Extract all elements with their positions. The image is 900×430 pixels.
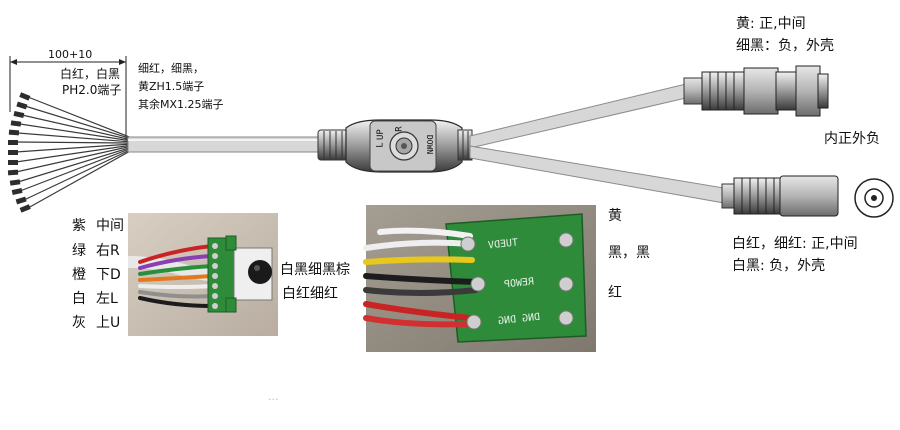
bnc-wiring-label-1: 黄: 正,中间	[736, 16, 806, 32]
main-cable	[127, 136, 325, 153]
power-wiring-label-2: 白黑: 负，外壳	[732, 258, 826, 274]
joystick-right-marking: R	[394, 126, 405, 132]
osd-wire-function: 右R	[96, 243, 120, 259]
photo-caption-faint: ···	[268, 393, 279, 406]
joystick-up-marking: UP	[376, 129, 386, 140]
joystick-down-marking: DOWN	[425, 134, 435, 155]
board-left-label-1: 白黑细黑棕	[280, 262, 350, 278]
osd-wire-color: 白	[72, 291, 86, 307]
joystick-left-marking: L	[375, 142, 386, 148]
mid-terminal-label-2: 黄ZH1.5端子	[138, 80, 205, 93]
osd-wire-function: 下D	[96, 267, 121, 283]
tail-terminal-label-2: PH2.0端子	[62, 83, 122, 97]
dc-connector	[721, 175, 839, 217]
osd-wire-color: 橙	[72, 267, 86, 283]
joystick-board-photo	[127, 213, 278, 336]
mid-terminal-label-3: 其余MX1.25端子	[138, 98, 224, 111]
osd-wire-function: 左L	[96, 291, 118, 307]
dc-polarity-label: 内正外负	[824, 131, 880, 147]
board-right-label-black: 黑，黑	[608, 245, 650, 261]
osd-wire-color: 灰	[72, 315, 86, 331]
mid-terminal-label-1: 细红，细黑，	[138, 62, 204, 75]
bnc-connector	[683, 65, 829, 117]
board-right-label-yellow: 黄	[608, 208, 622, 224]
dimension-line	[9, 56, 127, 140]
osd-wire-color: 绿	[72, 243, 86, 259]
dimension-label: 100+10	[48, 48, 93, 61]
power-wiring-label-1: 白红，细红: 正,中间	[732, 236, 858, 252]
power-board-photo	[363, 205, 596, 352]
joystick-housing	[317, 119, 473, 173]
tail-terminal-label-1: 白红，白黑	[60, 67, 121, 81]
osd-wire-color: 紫	[72, 218, 86, 234]
osd-wire-function: 上U	[96, 315, 121, 331]
osd-wire-function: 中间	[96, 218, 124, 234]
wire-fan	[7, 92, 133, 213]
board-left-label-2: 白红细红	[282, 286, 338, 302]
board-right-label-red: 红	[608, 285, 622, 301]
bnc-wiring-label-2: 细黑：负，外壳	[736, 38, 834, 54]
dc-jack-front-icon	[854, 178, 894, 218]
